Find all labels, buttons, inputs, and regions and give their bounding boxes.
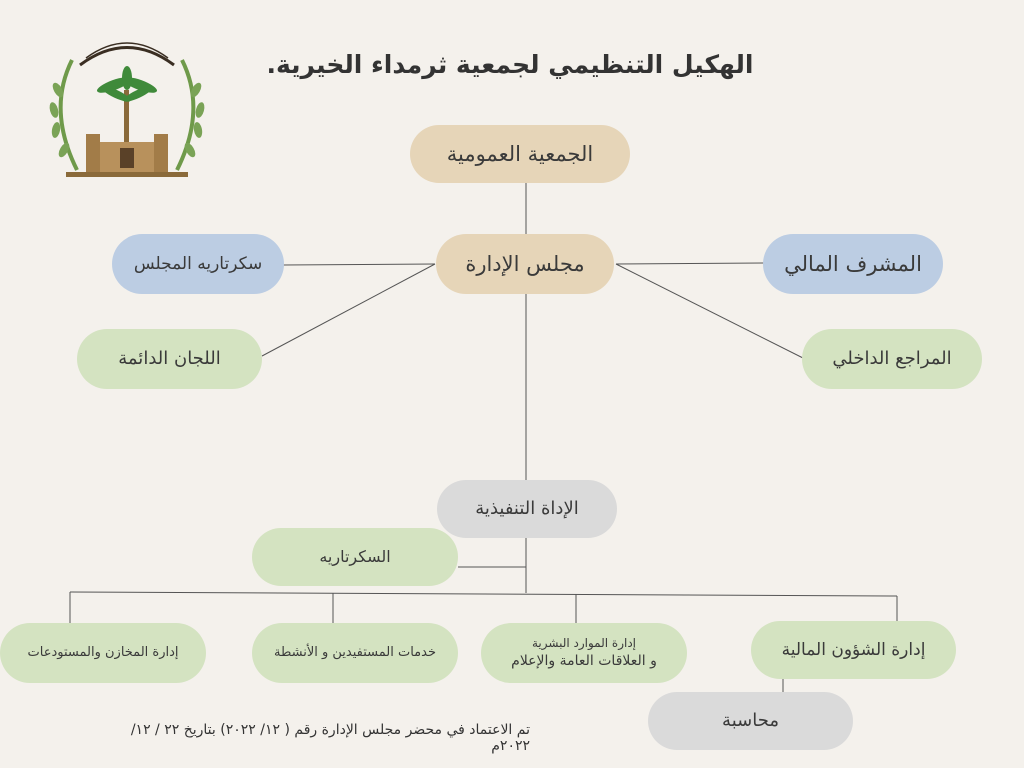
node-internal-auditor: المراجع الداخلي [802,329,982,389]
line-board-secretary [282,263,436,266]
node-accounting: محاسبة [648,692,853,750]
node-financial-affairs: إدارة الشؤون المالية [751,621,956,679]
approval-footer: تم الاعتماد في محضر مجلس الإدارة رقم ( ١… [130,722,530,754]
node-hr-pr: إدارة الموارد البشرية و العلاقات العامة … [481,623,687,683]
page-title: الهكيل التنظيمي لجمعية ثرمداء الخيرية. [266,50,754,79]
node-label: اللجان الدائمة [118,347,221,369]
node-label: إدارة المخازن والمستودعات [27,645,179,661]
association-logo [49,42,205,177]
node-label: المشرف المالي [784,251,922,276]
node-label: خدمات المستفيدين و الأنشطة [273,645,437,661]
node-financial-supervisor: المشرف المالي [763,234,943,294]
node-label-line2: و العلاقات العامة والإعلام [511,652,657,669]
node-label-line1: إدارة الموارد البشرية [531,636,637,651]
node-label: محاسبة [722,709,779,731]
node-standing-committees: اللجان الدائمة [77,329,262,389]
node-label: السكرتاريه [319,547,391,567]
node-warehouses: إدارة المخازن والمستودعات [0,623,206,683]
line-board-committees [261,263,436,357]
node-label: إدارة الشؤون المالية [781,639,926,660]
node-label: مجلس الإدارة [465,251,585,276]
node-general-assembly: الجمعية العمومية [410,125,630,183]
node-label: الإداة التنفيذية [475,497,579,519]
node-beneficiary-services: خدمات المستفيدين و الأنشطة [252,623,458,683]
line-branch-h [69,591,898,597]
node-board: مجلس الإدارة [436,234,614,294]
node-label: المراجع الداخلي [832,347,952,369]
node-label: الجمعية العمومية [446,141,594,166]
node-board-secretary: سكرتاريه المجلس [112,234,284,294]
line-board-auditor [615,263,804,359]
node-label: سكرتاريه المجلس [133,253,263,274]
line-board-supervisor [615,262,766,265]
node-secretariat: السكرتاريه [252,528,458,586]
node-executive: الإداة التنفيذية [437,480,617,538]
